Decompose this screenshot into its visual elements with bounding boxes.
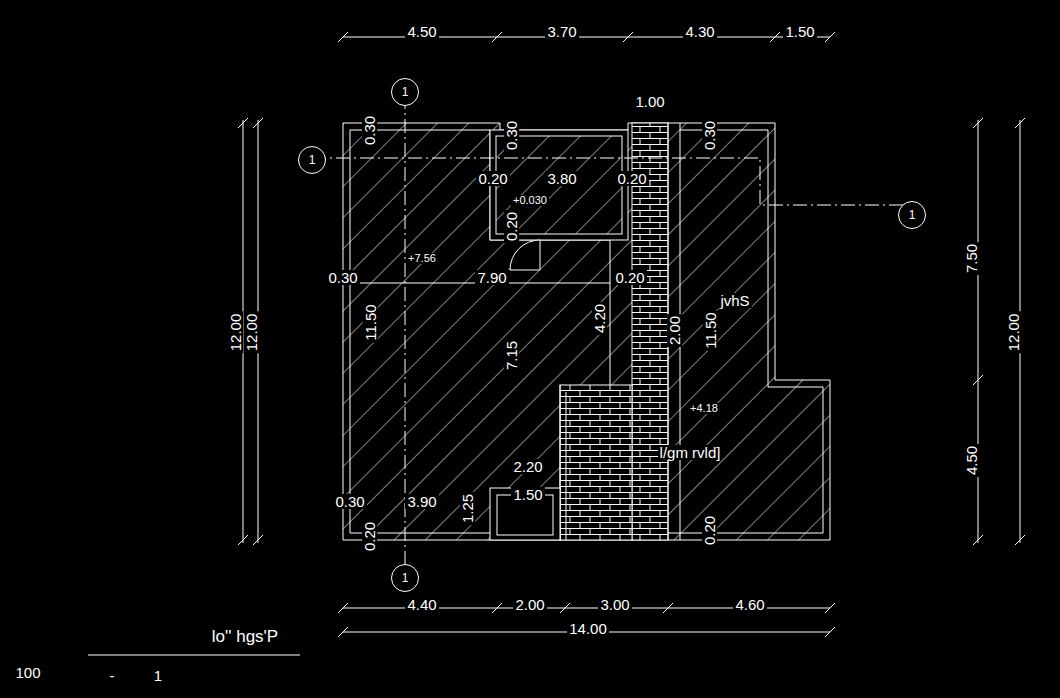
dimension-label: 0.20: [362, 519, 377, 552]
dimension-label: 0.20: [613, 270, 646, 285]
dimension-label: 12.00: [1006, 311, 1021, 353]
dimension-label: jvhS: [718, 293, 751, 308]
dimension-label: 1.50: [511, 487, 544, 502]
dimension-label: 4.20: [592, 301, 607, 334]
dimension-label: 2.00: [667, 313, 682, 346]
dimension-label: 7.15: [504, 338, 519, 371]
dimension-label: 100: [13, 665, 42, 680]
dimension-label: 0.30: [333, 494, 366, 509]
dimension-label: l/gm rvld]: [658, 445, 723, 460]
dimension-label: 0.30: [702, 118, 717, 151]
dimension-label: 0.30: [504, 118, 519, 151]
dimension-label: 14.00: [567, 621, 609, 636]
dimension-label: 3.70: [545, 24, 578, 39]
dimension-label: 7.50: [964, 241, 979, 274]
dimension-label: 0.30: [362, 113, 377, 146]
dimension-label: 4.50: [405, 24, 438, 39]
section-marker: 1: [391, 564, 419, 592]
dimension-label: 0.30: [326, 270, 359, 285]
dimension-label: 12.00: [228, 311, 243, 353]
dimension-label: 12.00: [244, 311, 259, 353]
dimension-label: 0.20: [476, 171, 509, 186]
dimension-label: 11.50: [363, 302, 378, 342]
marker-number: 1: [402, 572, 409, 584]
section-marker: 1: [298, 146, 326, 174]
dimension-label: 4.50: [964, 443, 979, 476]
dimension-label: 11.50: [703, 310, 718, 350]
dimension-label: 1.25: [460, 491, 475, 524]
dimension-label: 4.40: [405, 597, 438, 612]
dimension-label: 7.90: [475, 270, 508, 285]
marker-number: 1: [402, 86, 409, 98]
dimension-label: +0.030: [511, 195, 549, 206]
dimension-label: -: [108, 668, 117, 683]
dimension-label: +7.56: [406, 253, 438, 264]
dimension-label: 3.80: [545, 171, 578, 186]
marker-number: 1: [909, 209, 916, 221]
dimension-label: 0.20: [504, 209, 519, 242]
section-marker: 1: [898, 201, 926, 229]
drawing-title: lo'' hgs'P: [212, 628, 278, 645]
dimension-label: 1: [152, 668, 164, 683]
dimension-label: 0.20: [615, 171, 648, 186]
dimension-label: 4.30: [683, 24, 716, 39]
dimension-label: 1.50: [783, 24, 816, 39]
dimension-label: 0.20: [702, 513, 717, 546]
dimension-label: +4.18: [688, 403, 720, 414]
dimension-label: 1.00: [633, 94, 666, 109]
dimension-label: 3.90: [405, 494, 438, 509]
section-marker: 1: [391, 78, 419, 106]
dimension-label: 2.20: [511, 459, 544, 474]
dimension-label: 2.00: [513, 597, 546, 612]
dimension-label: 3.00: [598, 597, 631, 612]
marker-number: 1: [309, 154, 316, 166]
dimension-label: 4.60: [733, 597, 766, 612]
